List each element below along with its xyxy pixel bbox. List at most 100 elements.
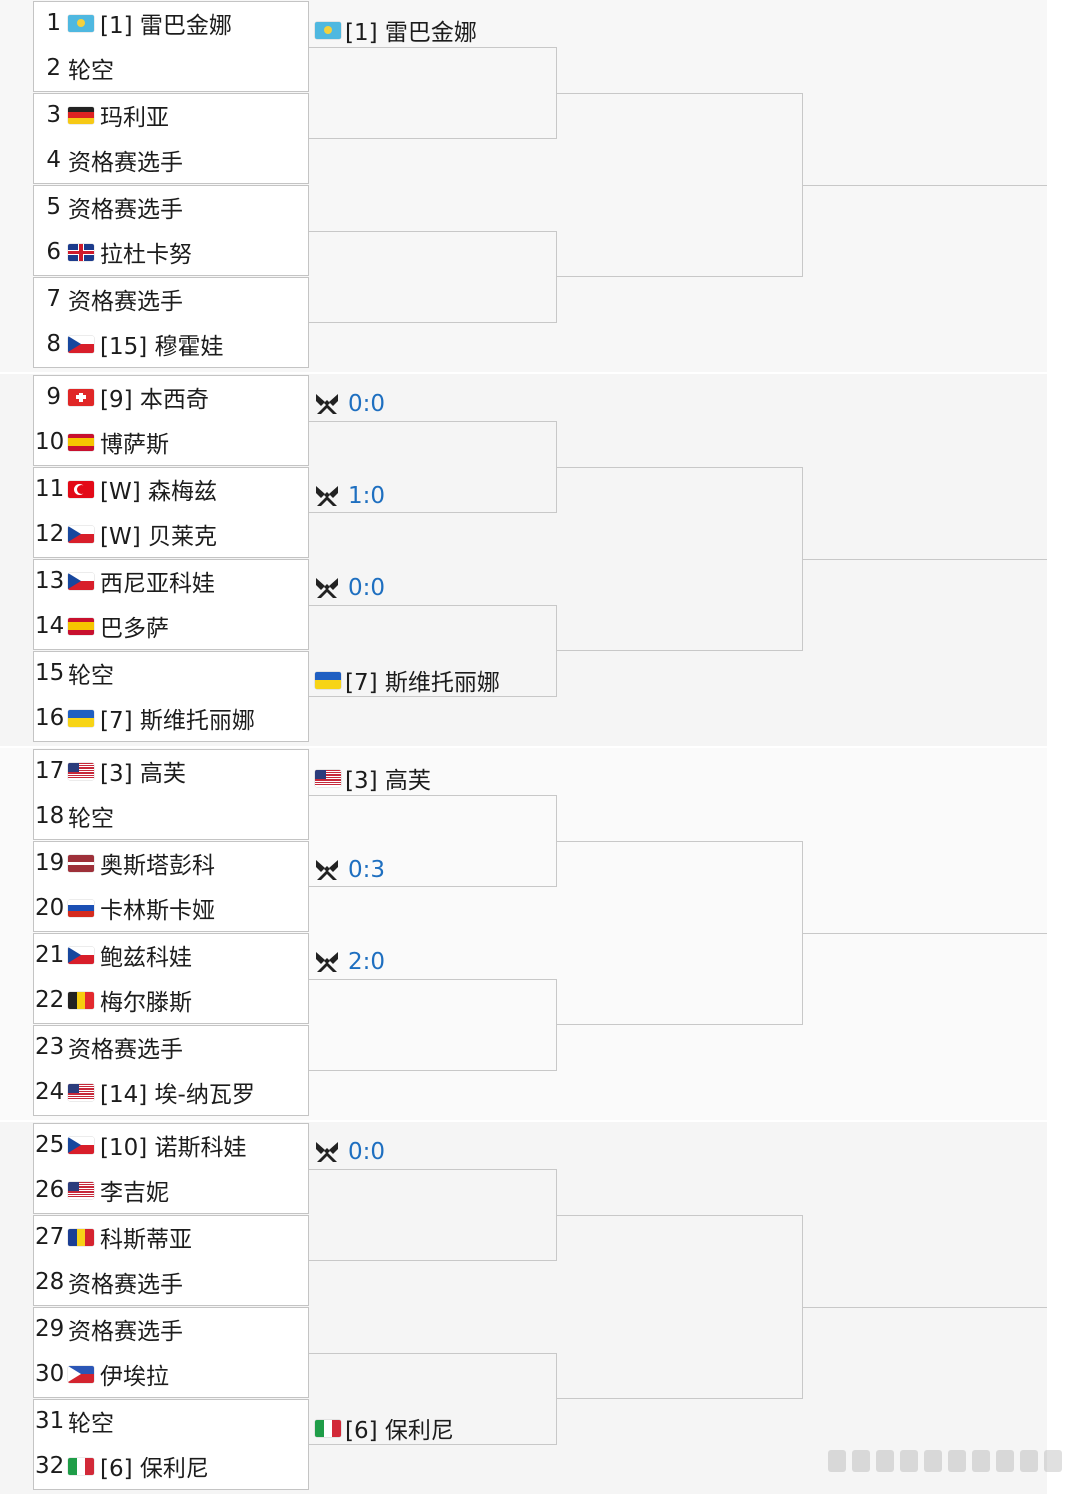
draw-position: 8 — [46, 331, 61, 357]
draw-position: 1 — [46, 10, 61, 36]
advancing-player[interactable]: [7] 斯维托丽娜 — [313, 663, 500, 697]
draw-position: 12 — [35, 521, 65, 547]
flag-cz-icon — [68, 335, 94, 353]
draw-position: 6 — [46, 239, 61, 265]
player-name: 资格赛选手 — [68, 289, 183, 315]
live-score[interactable]: 0:0 — [313, 571, 385, 605]
live-score[interactable]: 1:0 — [313, 479, 385, 513]
advancing-player[interactable]: [3] 高芙 — [313, 761, 431, 795]
live-score[interactable]: 0:3 — [313, 853, 385, 887]
player-name: 资格赛选手 — [68, 1037, 183, 1063]
score-text: 2:0 — [348, 949, 386, 975]
match-box[interactable] — [33, 651, 309, 742]
flag-kz-icon — [68, 14, 94, 32]
advancing-player[interactable]: [1] 雷巴金娜 — [313, 13, 477, 47]
round2-bracket — [309, 420, 557, 513]
round3-bracket — [557, 1214, 803, 1399]
player-row[interactable]: 32[6] 保利尼 — [35, 1446, 305, 1486]
player-row[interactable]: 1[1] 雷巴金娜 — [35, 3, 305, 43]
round2-bracket — [309, 794, 557, 887]
player-name: 李吉妮 — [100, 1180, 169, 1206]
live-score[interactable]: 0:0 — [313, 387, 385, 421]
player-row[interactable]: 25[10] 诺斯科娃 — [35, 1125, 305, 1165]
score-text: 0:0 — [348, 391, 386, 417]
draw-position: 17 — [35, 758, 65, 784]
flag-es-icon — [68, 433, 94, 451]
player-name: 巴多萨 — [100, 616, 169, 642]
round4-line — [803, 184, 1047, 186]
flag-us-icon — [68, 1083, 94, 1101]
flag-us-icon — [68, 762, 94, 780]
draw-position: 11 — [35, 476, 65, 502]
draw-position: 9 — [46, 384, 61, 410]
crossed-rackets-icon — [313, 1138, 341, 1166]
player-name: [10] 诺斯科娃 — [100, 1135, 247, 1161]
flag-cz-icon — [68, 572, 94, 590]
match-box[interactable] — [33, 1025, 309, 1116]
player-name: [15] 穆霍娃 — [100, 334, 224, 360]
flag-cz-icon — [68, 946, 94, 964]
round3-bracket — [557, 92, 803, 277]
draw-position: 24 — [35, 1079, 65, 1105]
advancing-player-name: [1] 雷巴金娜 — [345, 20, 477, 46]
player-row[interactable]: 17[3] 高芙 — [35, 751, 305, 791]
crossed-rackets-icon — [313, 948, 341, 976]
player-name: 资格赛选手 — [68, 1319, 183, 1345]
advancing-player-name: [3] 高芙 — [345, 768, 431, 794]
live-score[interactable]: 2:0 — [313, 945, 385, 979]
player-row[interactable]: 11[W] 森梅兹 — [35, 469, 305, 509]
score-text: 1:0 — [348, 483, 386, 509]
player-row[interactable]: 24[14] 埃-纳瓦罗 — [35, 1072, 305, 1112]
player-row[interactable]: 16[7] 斯维托丽娜 — [35, 698, 305, 738]
match-box[interactable] — [33, 1307, 309, 1398]
player-name: 玛利亚 — [100, 105, 169, 131]
round2-bracket — [309, 46, 557, 139]
draw-position: 29 — [35, 1316, 65, 1342]
player-row[interactable]: 9[9] 本西奇 — [35, 377, 305, 417]
player-name: [6] 保利尼 — [100, 1456, 209, 1482]
round3-bracket — [557, 466, 803, 651]
match-box[interactable] — [33, 185, 309, 276]
draw-position: 21 — [35, 942, 65, 968]
round2-bracket — [309, 230, 557, 323]
flag-ua-icon — [315, 671, 341, 689]
live-score[interactable]: 0:0 — [313, 1135, 385, 1169]
draw-position: 26 — [35, 1177, 65, 1203]
player-name: 轮空 — [68, 58, 114, 84]
draw-position: 15 — [35, 660, 65, 686]
player-name: 资格赛选手 — [68, 1272, 183, 1298]
player-row[interactable]: 26 李吉妮 — [35, 1170, 305, 1210]
advancing-player[interactable]: [6] 保利尼 — [313, 1411, 454, 1445]
crossed-rackets-icon — [313, 856, 341, 884]
player-row[interactable]: 8 [15] 穆霍娃 — [35, 324, 305, 364]
match-box[interactable] — [33, 1399, 309, 1490]
flag-us-icon — [315, 769, 341, 787]
round2-bracket — [309, 1168, 557, 1261]
player-row[interactable]: 12[W] 贝莱克 — [35, 514, 305, 554]
draw-position: 23 — [35, 1034, 65, 1060]
player-name: 西尼亚科娃 — [100, 571, 215, 597]
round4-line — [803, 932, 1047, 934]
match-box[interactable] — [33, 277, 309, 368]
